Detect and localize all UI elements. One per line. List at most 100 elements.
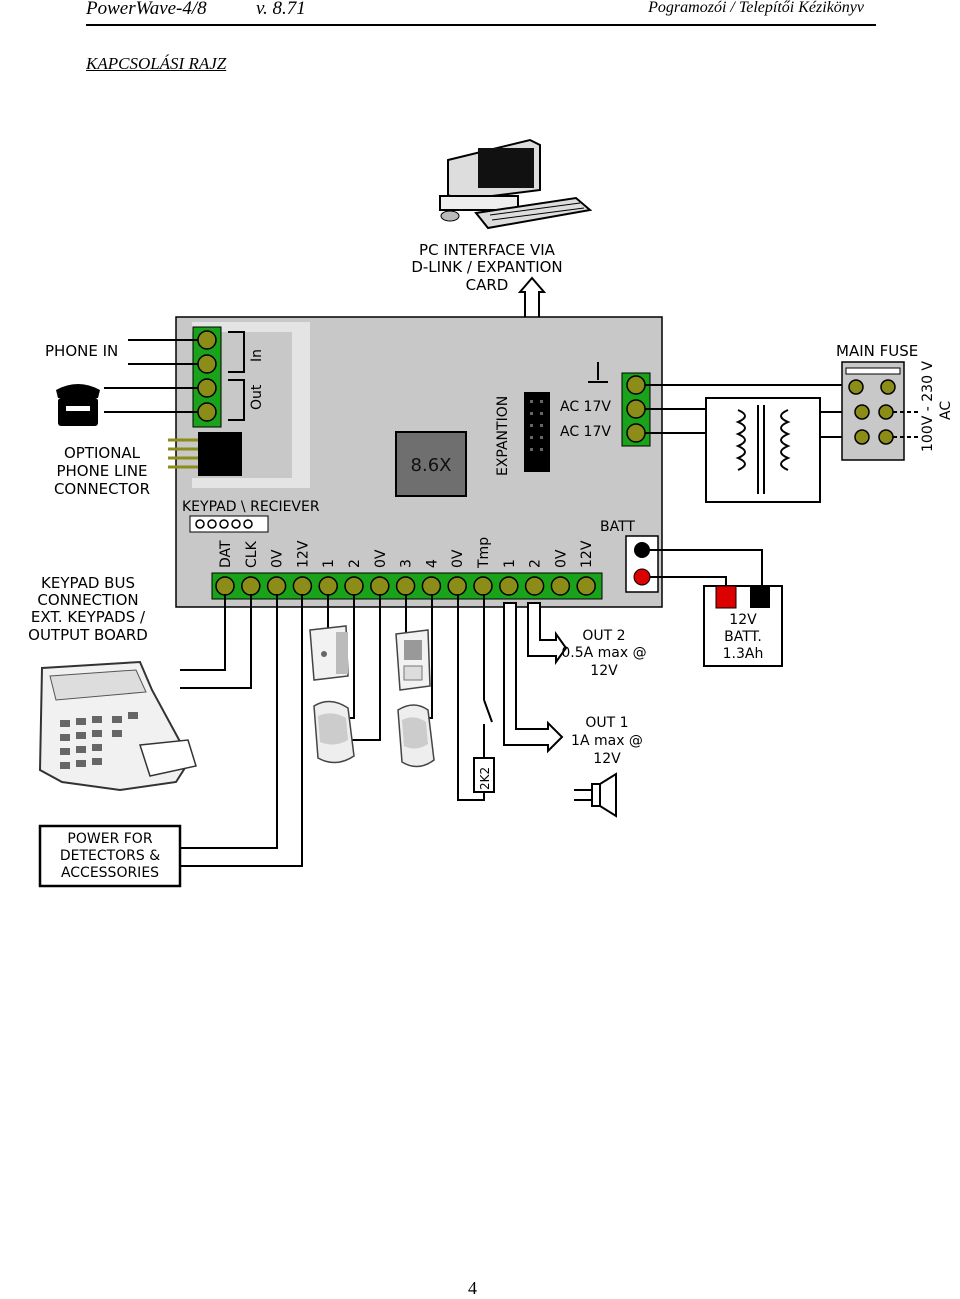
battery-line1: 12V [729,612,757,628]
mains-ac-label: AC [938,401,954,420]
expansion-label: EXPANTION [495,396,511,476]
batt-positive-wire [650,576,727,586]
phone-line-connector [198,432,242,476]
product-name: PowerWave-4/8 [86,0,207,19]
out-bracket [228,379,245,421]
page-number: 4 [468,1278,477,1298]
in-bracket [228,331,245,373]
terminal-screw-2 [241,576,261,596]
out2-line2: 0.5A max @ [561,645,646,661]
mains-voltage-label: 100V - 230 V [920,361,936,452]
terminal-label-8: 3 [399,559,415,568]
motion-detector-1-icon [313,700,355,764]
power-for-line1: POWER FOR [67,831,152,847]
keypad-icon [38,660,197,792]
motion-detector-2-icon [397,704,435,768]
telephone-icon [56,384,100,426]
out1-line2: 1A max @ [571,733,643,749]
chip-label: 8.6X [411,455,452,476]
dat-wire [180,594,226,671]
terminal-screw-9 [421,576,442,596]
terminal-screw-1 [215,576,235,596]
zero-volt-wire [180,594,278,849]
phone-terminal-block [192,326,222,428]
pc-interface-line3: CARD [466,276,509,294]
page-header: PowerWave-4/8 v. 8.71 Pogramozói / Telep… [0,0,960,28]
terminal-label-5: 1 [321,559,337,568]
manual-title: Pogramozói / Telepítői Kézikönyv [648,0,864,16]
tamper-switch [483,699,493,723]
twelve-volt-wire [180,594,303,867]
terminal-screw-5 [318,576,338,596]
terminal-label-13: 2 [528,559,544,568]
expansion-header [524,392,550,472]
terminal-screw-7 [370,576,390,596]
terminal-screw-6 [344,576,364,596]
keypad-receiver-label: KEYPAD \ RECIEVER [182,499,320,515]
terminal-label-9: 4 [424,559,440,568]
power-for-line3: ACCESSORIES [61,865,159,881]
processor-chip [395,431,467,497]
power-for-line2: DETECTORS & [60,848,160,864]
in-label: In [249,349,265,362]
header-rule [86,24,876,26]
optional-phone-line2: PHONE LINE [56,462,147,480]
keypad-bus-line3: EXT. KEYPADS / [31,608,146,626]
resistor-2k2 [473,757,495,793]
tamper-common-wire [457,594,485,801]
battery-terminal-block [625,535,659,593]
pc-computer-icon [439,138,593,230]
terminal-screw-10 [447,576,467,596]
terminal-screw-14 [550,576,571,596]
board-highlight [192,322,310,488]
ac-label-2: AC 17V [560,424,611,440]
pir-detector-2-icon [395,629,431,691]
terminal-label-4: 12V [295,540,311,568]
terminal-screw-8 [395,576,416,596]
terminal-screw-11 [473,576,493,596]
connector-pins [168,438,198,469]
ground-symbol [588,362,608,383]
terminal-screw-4 [292,576,313,596]
siren-icon [574,772,617,818]
keypad-bus-line1: KEYPAD BUS [41,574,135,592]
terminal-label-3: 0V [270,549,286,568]
batt-negative-wire [650,549,763,586]
battery-line3: 1.3Ah [723,646,764,662]
optional-phone-line1: OPTIONAL [64,444,141,462]
terminal-screw-12 [499,576,519,596]
out2-arrow [527,602,568,666]
terminal-label-6: 2 [347,559,363,568]
out2-line3: 12V [590,663,618,679]
terminal-label-7: 0V [373,549,389,568]
expansion-pins [530,400,543,451]
out1-line3: 12V [593,751,621,767]
battery-icon [703,585,783,667]
batt-label: BATT [600,519,635,535]
terminal-screws [215,576,596,596]
main-fuse-label: MAIN FUSE [836,342,918,360]
pir-detector-1-icon [309,625,349,681]
terminal-label-10: 0V [450,549,466,568]
power-for-box [38,824,182,888]
resistor-label: 2K2 [478,767,492,790]
terminal-label-2: CLK [244,540,260,568]
optional-phone-line3: CONNECTOR [54,480,150,498]
phone-in-label: PHONE IN [45,342,118,360]
terminal-label-12: 1 [502,559,518,568]
zone-common-wire [350,594,381,741]
terminal-screw-15 [576,576,596,596]
out1-arrow [503,602,564,754]
version-label: v. 8.71 [256,0,306,19]
clk-wire [180,594,252,689]
transformer-icon [705,397,821,503]
out-label: Out [249,384,265,410]
terminal-label-1: DAT [218,540,234,568]
terminal-screw-3 [266,576,287,596]
pc-interface-line2: D-LINK / EXPANTION [411,258,562,276]
keypad-bus-line2: CONNECTION [37,591,138,609]
terminal-screw-13 [524,576,545,596]
terminal-label-11: Tmp [476,537,492,569]
terminal-label-14: 0V [553,549,569,568]
